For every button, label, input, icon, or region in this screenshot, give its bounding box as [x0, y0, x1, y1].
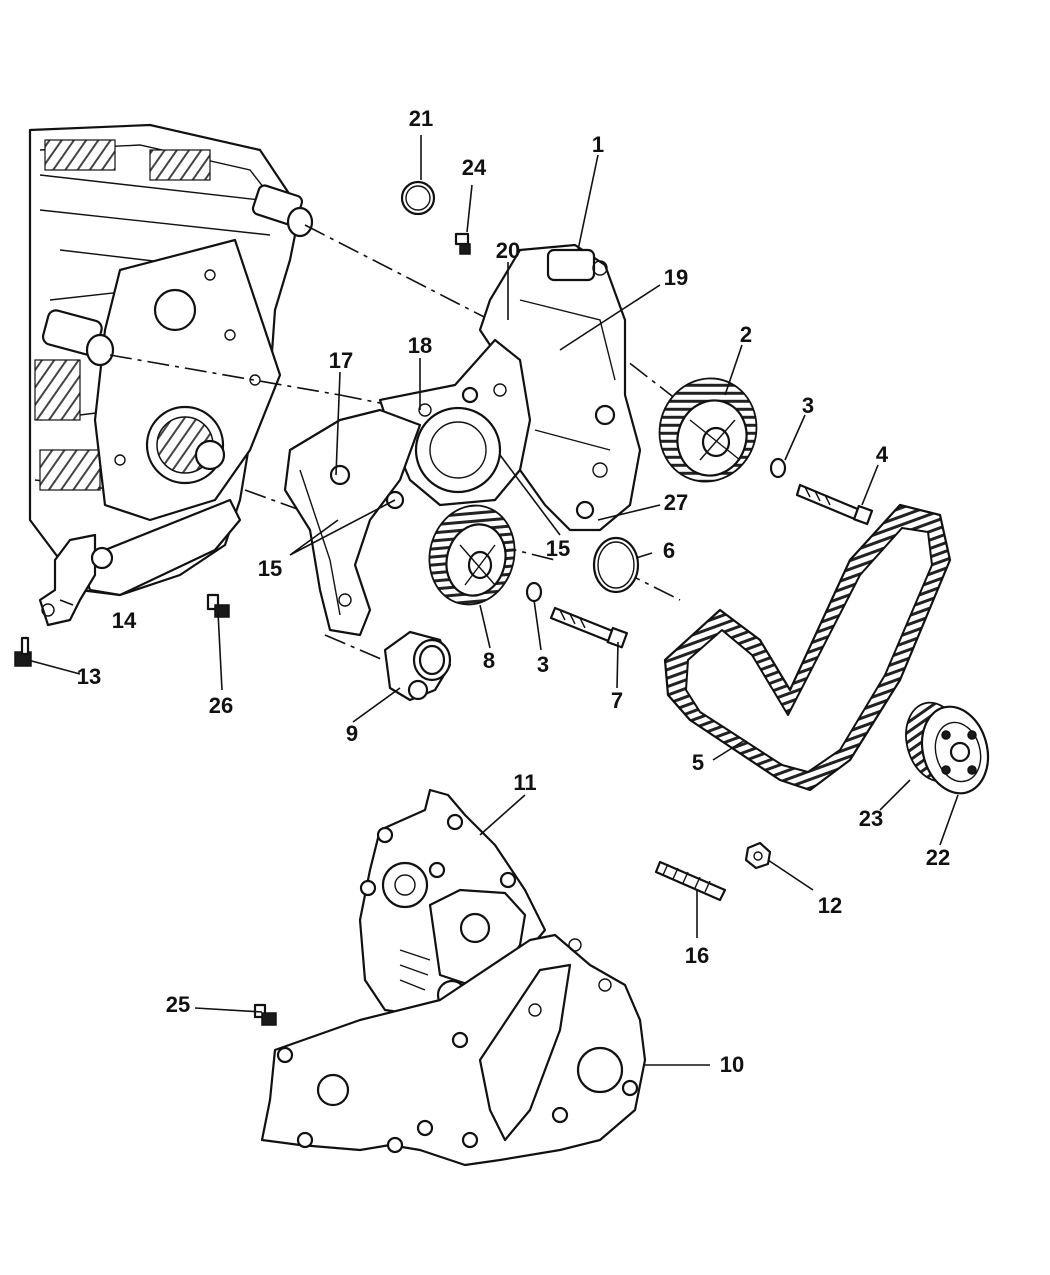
callout-6: 6	[663, 538, 675, 563]
callout-21: 21	[409, 106, 433, 131]
leader-lines	[27, 135, 959, 1066]
bolt-25	[253, 1003, 277, 1026]
idler-pulley	[905, 701, 990, 795]
timing-belt	[663, 503, 952, 792]
cam-sprocket-upper	[658, 377, 758, 483]
callout-5: 5	[692, 750, 704, 775]
callout-3-upper: 3	[802, 393, 814, 418]
callout-12: 12	[818, 893, 842, 918]
callout-23: 23	[859, 806, 883, 831]
belt-tensioner	[383, 630, 452, 702]
callout-1: 1	[592, 132, 604, 157]
callout-19: 19	[664, 265, 688, 290]
inner-cover	[378, 338, 532, 507]
callout-labels: 1 2 3 3 4 5 6 7 8 9 10 11 12 13 14 15 15…	[77, 106, 950, 1077]
sensor-bracket	[38, 533, 114, 627]
bolt-13	[14, 636, 32, 667]
callout-13: 13	[77, 664, 101, 689]
washer-lower	[525, 581, 543, 603]
stud-16	[654, 860, 727, 902]
callout-8: 8	[483, 648, 495, 673]
o-ring-small-inner	[405, 185, 431, 211]
o-ring	[592, 536, 640, 594]
callout-2: 2	[740, 322, 752, 347]
o-ring-small	[400, 180, 436, 216]
callout-18: 18	[408, 333, 432, 358]
callout-9: 9	[346, 721, 358, 746]
callout-15-right: 15	[546, 536, 570, 561]
callout-26: 26	[209, 693, 233, 718]
washer-upper	[769, 457, 787, 479]
cam-sprocket-lower	[428, 504, 516, 606]
callout-14: 14	[112, 608, 137, 633]
sprocket-bolt-lower	[549, 606, 629, 649]
callout-7: 7	[611, 688, 623, 713]
callout-4: 4	[876, 442, 889, 467]
bolt-24	[454, 232, 471, 255]
callout-3-lower: 3	[537, 652, 549, 677]
callout-27: 27	[664, 490, 688, 515]
engine-block	[28, 123, 314, 597]
callout-10: 10	[720, 1052, 744, 1077]
callout-15-left: 15	[258, 556, 282, 581]
callout-25: 25	[166, 992, 190, 1017]
sprocket-bolt-upper	[795, 483, 874, 526]
callout-11: 11	[513, 770, 536, 795]
callout-20: 20	[496, 238, 520, 263]
callout-22: 22	[926, 845, 950, 870]
callout-24: 24	[462, 155, 487, 180]
callout-16: 16	[685, 943, 709, 968]
o-ring-inner	[597, 541, 635, 589]
front-cover-lower	[260, 933, 647, 1167]
callout-17: 17	[329, 348, 353, 373]
nut-12	[744, 841, 772, 870]
